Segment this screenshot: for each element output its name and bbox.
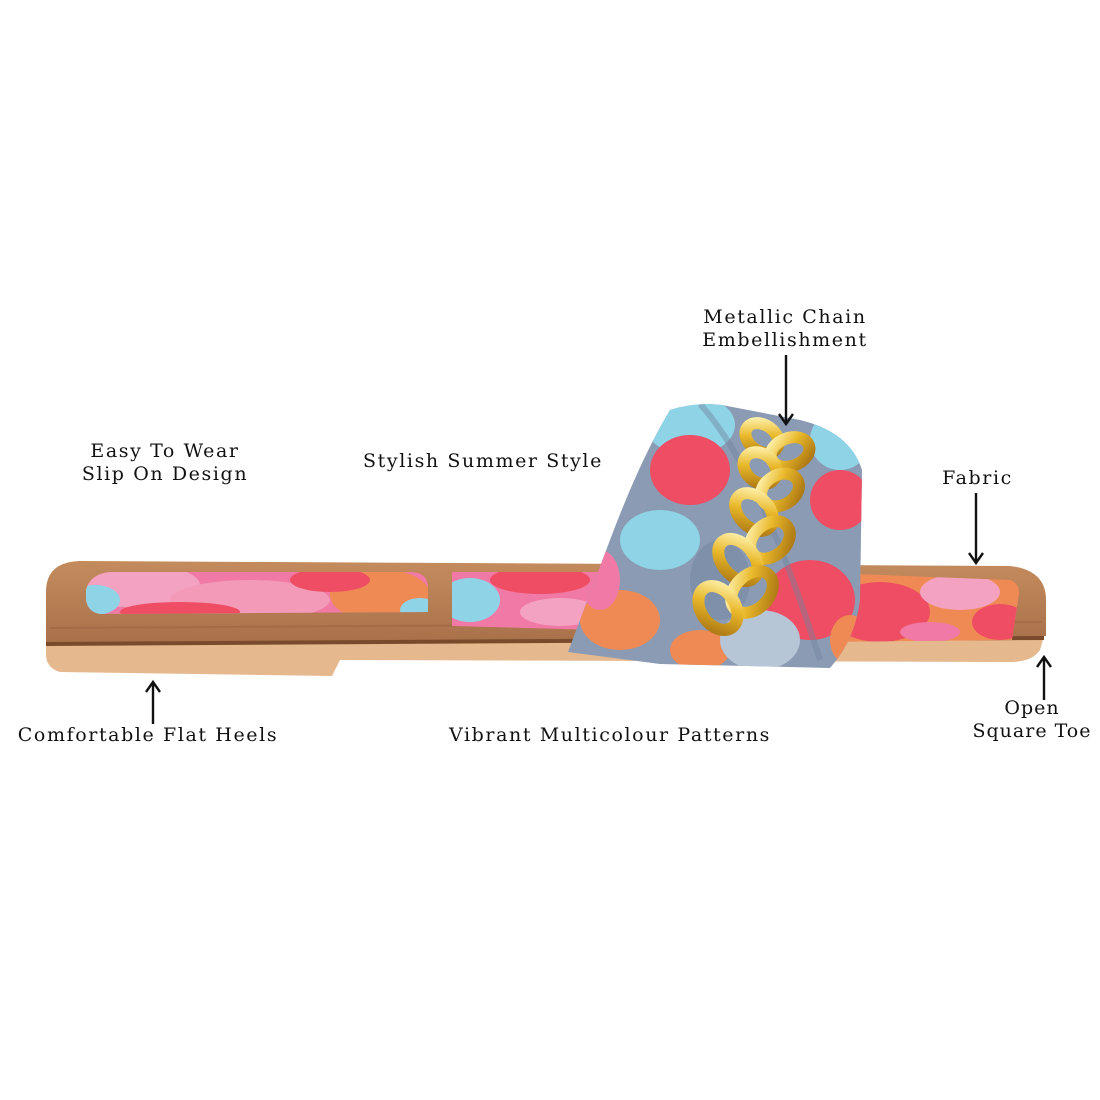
metallic-chain — [692, 417, 816, 636]
arrow-down-icon — [778, 355, 794, 427]
heel-pad — [86, 572, 428, 614]
label-metallic-chain: Metallic Chain Embellishment — [702, 306, 868, 351]
label-flat-heels: Comfortable Flat Heels — [17, 724, 279, 746]
label-easy-to-wear: Easy To Wear Slip On Design — [81, 440, 249, 485]
label-fabric: Fabric — [942, 467, 1013, 489]
arrow-down-icon — [968, 493, 984, 566]
arrow-up-icon — [145, 679, 161, 724]
label-open-square-toe: Open Square Toe — [972, 697, 1092, 742]
label-vibrant-patterns: Vibrant Multicolour Patterns — [448, 724, 772, 746]
arrow-up-icon — [1036, 654, 1052, 700]
label-stylish-summer: Stylish Summer Style — [363, 450, 603, 472]
